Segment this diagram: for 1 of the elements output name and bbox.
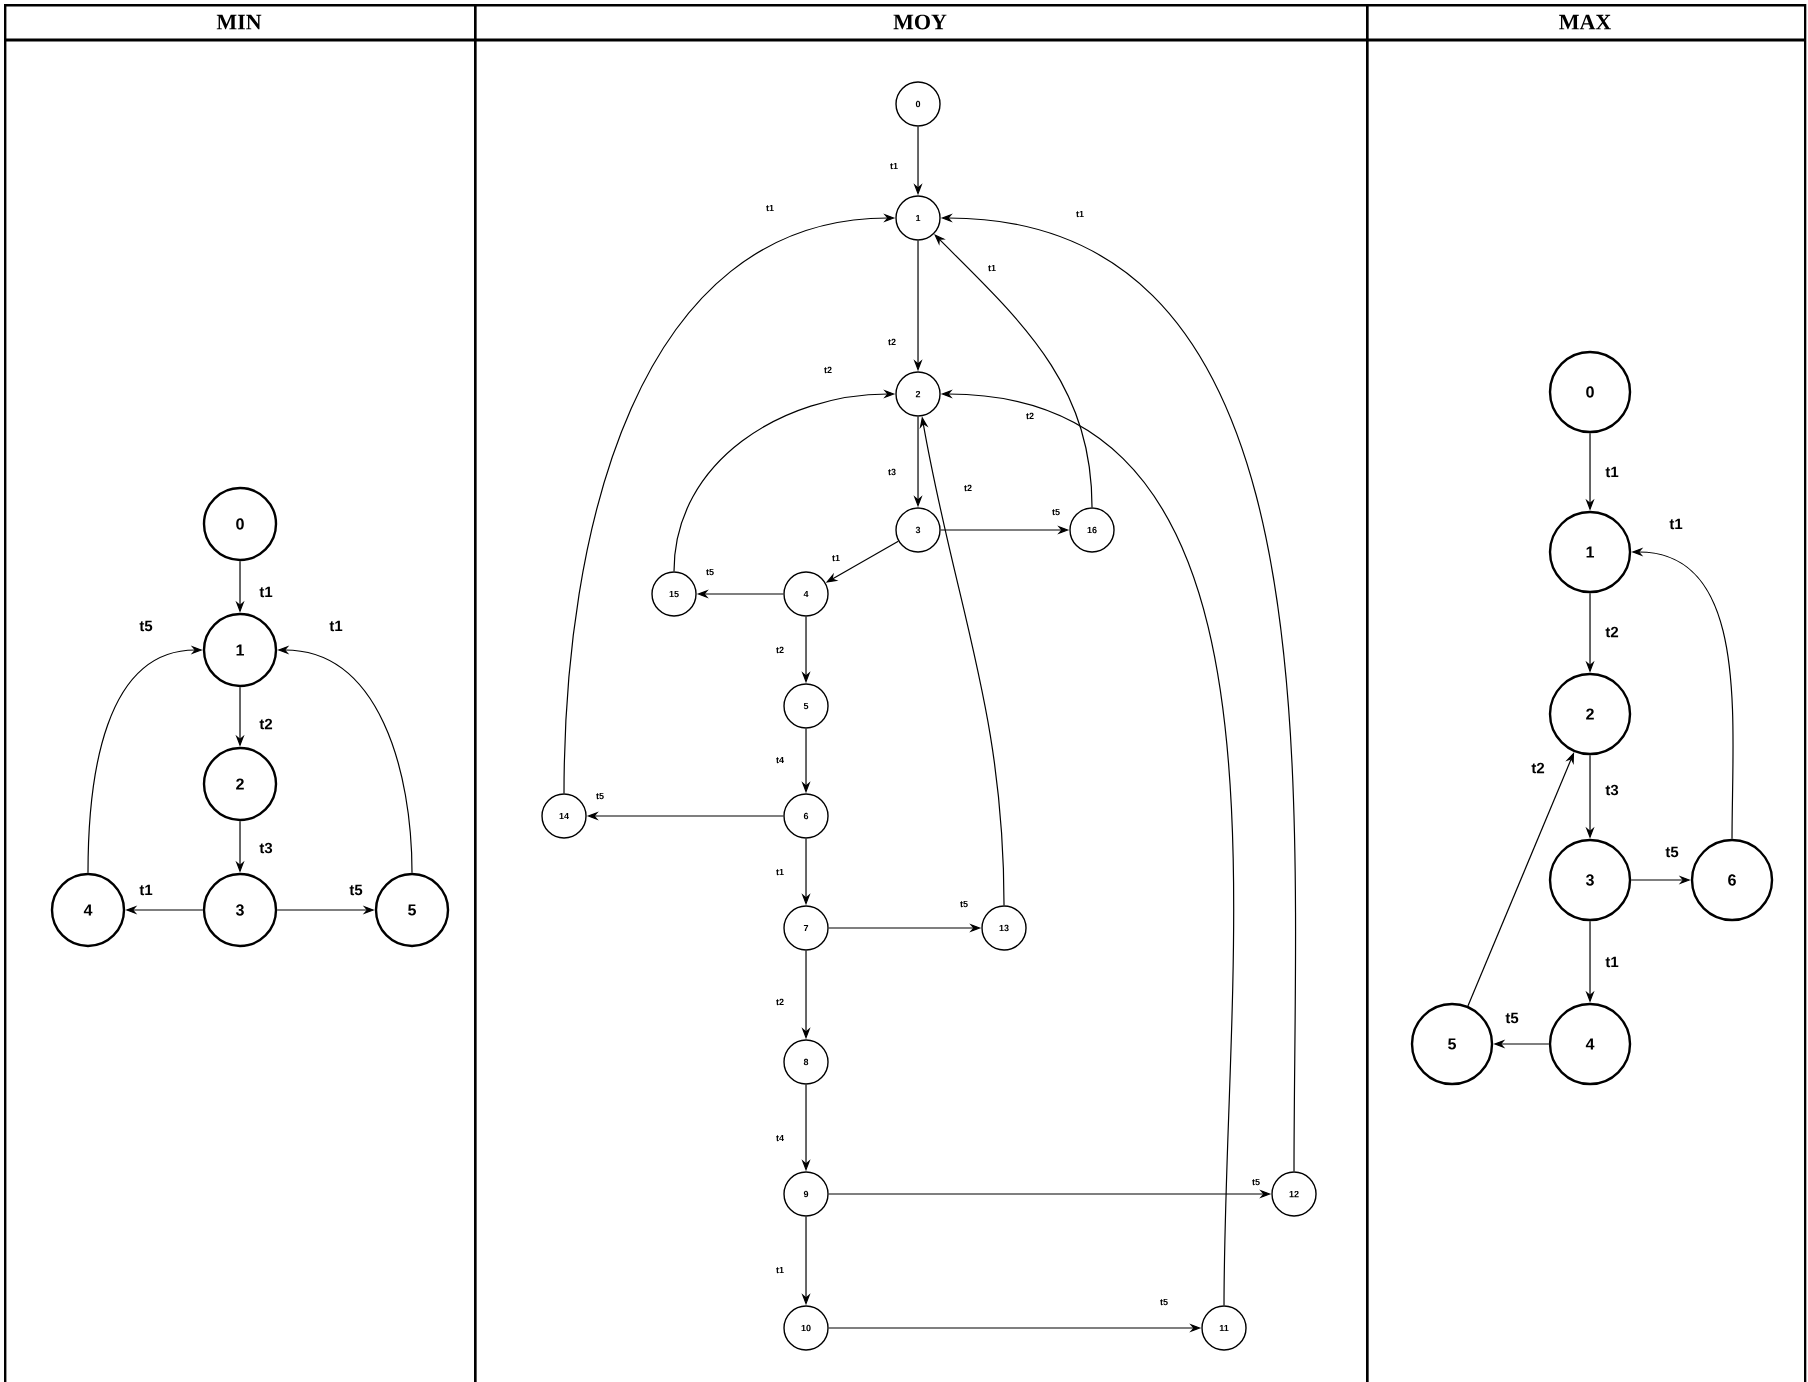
arrow	[934, 234, 1093, 508]
